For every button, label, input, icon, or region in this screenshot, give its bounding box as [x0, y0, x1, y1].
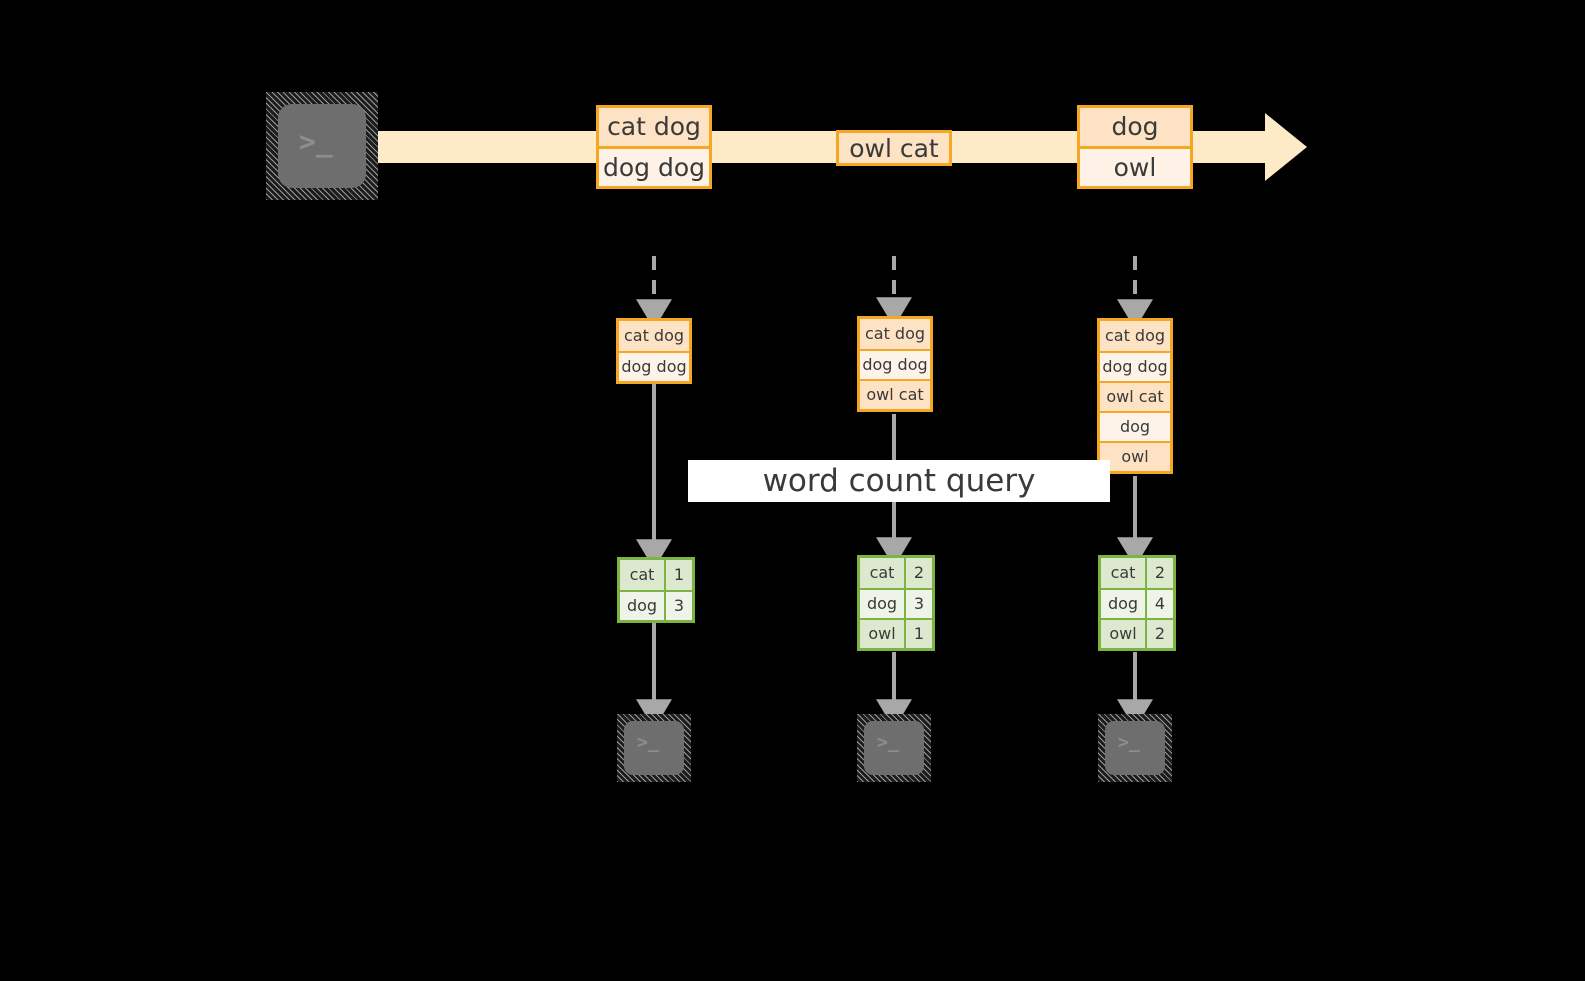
result-word: cat [620, 560, 664, 590]
stream-event-box-1[interactable]: cat dog dog dog [596, 105, 712, 189]
terminal-body [1105, 721, 1165, 775]
stream-event-line: dog dog [599, 145, 709, 186]
stack-row: dog dog [1100, 351, 1170, 381]
terminal-prompt-glyph: >_ [637, 732, 659, 753]
table-row: dog 4 [1101, 588, 1173, 618]
terminal-prompt-glyph: >_ [1118, 732, 1140, 753]
sink-terminal-icon-1[interactable]: >_ [617, 714, 691, 782]
table-row: cat 1 [620, 560, 692, 590]
table-row: owl 2 [1101, 618, 1173, 648]
table-row: owl 1 [860, 618, 932, 648]
stack-row: owl cat [1100, 381, 1170, 411]
result-word: owl [1101, 620, 1145, 648]
result-count: 2 [1145, 620, 1173, 648]
table-row: dog 3 [620, 590, 692, 620]
result-count: 1 [664, 560, 692, 590]
stream-event-line: owl cat [839, 133, 949, 163]
terminal-body [864, 721, 924, 775]
sink-terminal-icon-3[interactable]: >_ [1098, 714, 1172, 782]
stream-event-line: owl [1080, 145, 1190, 186]
table-row: cat 2 [860, 558, 932, 588]
sink-terminal-icon-2[interactable]: >_ [857, 714, 931, 782]
stack-row: dog [1100, 411, 1170, 441]
stack-row: dog dog [860, 349, 930, 379]
stream-event-box-2[interactable]: owl cat [836, 130, 952, 166]
stack-row: owl cat [860, 379, 930, 409]
table-row: dog 3 [860, 588, 932, 618]
stack-row: cat dog [1100, 321, 1170, 351]
stack-row: cat dog [619, 321, 689, 351]
accumulated-stack-2[interactable]: cat dog dog dog owl cat [857, 316, 933, 412]
terminal-body [278, 104, 366, 188]
result-count: 3 [664, 592, 692, 620]
terminal-prompt-glyph: >_ [299, 125, 333, 158]
stack-row: owl [1100, 441, 1170, 471]
stream-event-line: cat dog [599, 108, 709, 146]
stream-event-line: dog [1080, 108, 1190, 146]
query-label-text: word count query [762, 462, 1036, 499]
result-word: dog [1101, 590, 1145, 618]
accumulated-stack-3[interactable]: cat dog dog dog owl cat dog owl [1097, 318, 1173, 474]
result-word: cat [1101, 558, 1145, 588]
terminal-body [624, 721, 684, 775]
result-count: 4 [1145, 590, 1173, 618]
stack-row: dog dog [619, 351, 689, 381]
result-count: 1 [904, 620, 932, 648]
result-count: 2 [1145, 558, 1173, 588]
result-table-2[interactable]: cat 2 dog 3 owl 1 [857, 555, 935, 651]
result-table-1[interactable]: cat 1 dog 3 [617, 557, 695, 623]
query-label-band: word count query [688, 460, 1110, 502]
terminal-prompt-glyph: >_ [877, 732, 899, 753]
result-word: dog [860, 590, 904, 618]
result-table-3[interactable]: cat 2 dog 4 owl 2 [1098, 555, 1176, 651]
stack-row: cat dog [860, 319, 930, 349]
result-count: 2 [904, 558, 932, 588]
source-terminal-icon[interactable]: >_ [266, 92, 378, 200]
result-word: dog [620, 592, 664, 620]
result-word: cat [860, 558, 904, 588]
stream-event-box-3[interactable]: dog owl [1077, 105, 1193, 189]
table-row: cat 2 [1101, 558, 1173, 588]
accumulated-stack-1[interactable]: cat dog dog dog [616, 318, 692, 384]
result-count: 3 [904, 590, 932, 618]
result-word: owl [860, 620, 904, 648]
